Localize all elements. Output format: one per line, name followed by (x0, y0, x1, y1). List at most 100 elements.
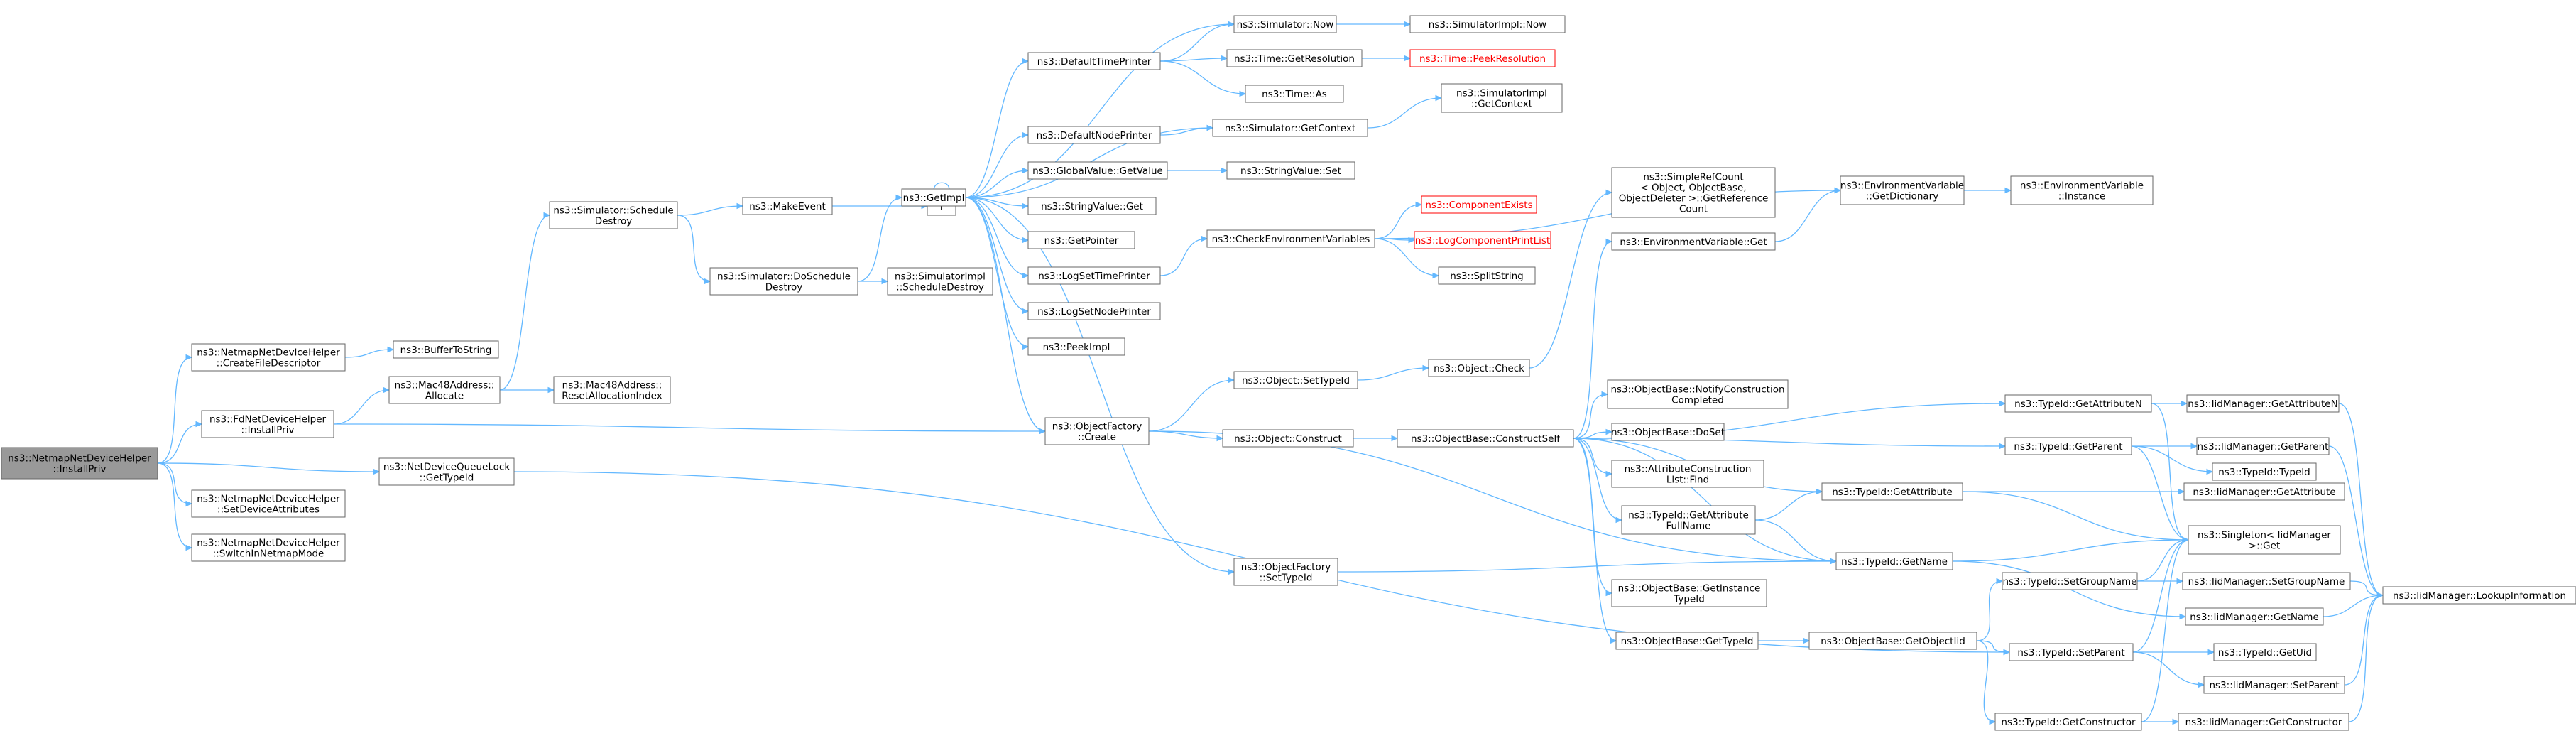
node-siminow[interactable]: ns3::SimulatorImpl::Now (1409, 15, 1566, 33)
node-setdev[interactable]: ns3::NetmapNetDeviceHelper::SetDeviceAtt… (191, 489, 346, 518)
edge-obgoi-to-tsp (1976, 640, 2011, 656)
node-label: ns3::Simulator::DoSchedule (717, 271, 851, 283)
node-ofcreate[interactable]: ns3::ObjectFactory::Create (1044, 417, 1150, 445)
node-label: ns3::LogSetNodePrinter (1037, 306, 1151, 318)
node-objconstruct[interactable]: ns3::Object::Construct (1222, 429, 1354, 448)
node-label: ns3::ObjectBase::GetObjectIid (1821, 636, 1965, 647)
edge-obgoi-to-tgc (1976, 640, 1997, 725)
node-label: ObjectDeleter >::GetReference (1619, 193, 1769, 205)
node-label: ns3::TypeId::GetParent (2014, 441, 2122, 453)
node-tsp[interactable]: ns3::TypeId::SetParent (2009, 643, 2134, 661)
node-make[interactable]: ns3::MakeEvent (742, 197, 833, 215)
node-obnotify[interactable]: ns3::ObjectBase::NotifyConstructionCompl… (1607, 379, 1789, 409)
node-label: ns3::TypeId::TypeId (2218, 467, 2310, 478)
node-impl_getctx[interactable]: ns3::SimulatorImpl::GetContext (1441, 83, 1563, 113)
edge-tgafn-to-tga (1754, 488, 1823, 521)
node-ndql[interactable]: ns3::NetDeviceQueueLock::GetTypeId (378, 457, 515, 486)
node-envinst[interactable]: ns3::EnvironmentVariable::Instance (2010, 175, 2154, 205)
node-peekres[interactable]: ns3::Time::PeekResolution (1409, 49, 1556, 67)
node-obgtid[interactable]: ns3::ObjectBase::GetTypeId (1615, 632, 1759, 650)
node-reset[interactable]: ns3::Mac48Address::ResetAllocationIndex (553, 376, 671, 404)
node-iidgp[interactable]: ns3::IidManager::GetParent (2196, 437, 2330, 455)
node-iidgan[interactable]: ns3::IidManager::GetAttributeN (2186, 394, 2340, 413)
node-svset[interactable]: ns3::StringValue::Set (1226, 161, 1355, 180)
node-iidsp[interactable]: ns3::IidManager::SetParent (2203, 676, 2345, 694)
node-iidga[interactable]: ns3::IidManager::GetAttribute (2183, 482, 2345, 501)
node-label: ns3::TypeId::GetUid (2218, 647, 2312, 659)
node-lstp[interactable]: ns3::LogSetTimePrinter (1027, 266, 1161, 285)
node-objcheck[interactable]: ns3::Object::Check (1428, 359, 1530, 377)
node-label: ns3::ComponentExists (1425, 200, 1532, 211)
node-buf[interactable]: ns3::BufferToString (393, 340, 499, 359)
edge-gvget-to-svset (1167, 167, 1228, 174)
node-dtp[interactable]: ns3::DefaultTimePrinter (1027, 52, 1161, 70)
node-lookup[interactable]: ns3::IidManager::LookupInformation (2382, 586, 2576, 605)
node-cev[interactable]: ns3::CheckEnvironmentVariables (1206, 229, 1375, 248)
node-objsettid[interactable]: ns3::Object::SetTypeId (1233, 371, 1358, 389)
node-envdict[interactable]: ns3::EnvironmentVariable::GetDictionary (1840, 175, 1965, 205)
node-getres[interactable]: ns3::Time::GetResolution (1226, 49, 1363, 67)
node-lcpl[interactable]: ns3::LogComponentPrintList (1414, 231, 1551, 249)
node-tgn[interactable]: ns3::TypeId::GetName (1835, 552, 1953, 570)
node-tgc[interactable]: ns3::TypeId::GetConstructor (1994, 713, 2142, 731)
node-label: ns3::IidManager::GetParent (2198, 441, 2329, 453)
node-obdoset[interactable]: ns3::ObjectBase::DoSet (1611, 423, 1725, 441)
edge-obcs-to-tgafn (1573, 438, 1623, 524)
edge-obcs-to-obnotify (1573, 391, 1609, 439)
node-obcs[interactable]: ns3::ObjectBase::ConstructSelf (1397, 429, 1574, 448)
node-fdinst[interactable]: ns3::FdNetDeviceHelper::InstallPriv (201, 410, 334, 438)
node-singleton[interactable]: ns3::Singleton< IidManager>::Get (2188, 525, 2341, 555)
node-tsgn[interactable]: ns3::TypeId::SetGroupName (2002, 572, 2138, 590)
node-srcref[interactable]: ns3::SimpleRefCount< Object, ObjectBase,… (1611, 167, 1776, 218)
edge-getimpl-to-gvget (965, 167, 1030, 198)
edge-obcs-to-aclfind (1573, 438, 1613, 477)
node-getctx[interactable]: ns3::Simulator::GetContext (1212, 119, 1368, 137)
edge-tsp-to-iidsp (2132, 651, 2205, 688)
node-label: ns3::SimpleRefCount (1643, 172, 1743, 183)
node-timeas[interactable]: ns3::Time::As (1245, 85, 1344, 103)
node-gvget[interactable]: ns3::GlobalValue::GetValue (1027, 161, 1168, 180)
node-label: ::InstallPriv (53, 464, 107, 475)
node-envget[interactable]: ns3::EnvironmentVariable::Get (1611, 232, 1776, 251)
node-svget[interactable]: ns3::StringValue::Get (1027, 197, 1157, 215)
node-ofsettid[interactable]: ns3::ObjectFactory::SetTypeId (1233, 558, 1338, 586)
node-obgoi[interactable]: ns3::ObjectBase::GetObjectIid (1808, 632, 1977, 650)
node-dnp[interactable]: ns3::DefaultNodePrinter (1027, 126, 1161, 144)
edge-obcs-to-tgn (1573, 438, 1838, 565)
node-tgan[interactable]: ns3::TypeId::GetAttributeN (2004, 394, 2152, 413)
node-getimpl[interactable]: ns3::GetImpl (901, 188, 966, 207)
node-simnow[interactable]: ns3::Simulator::Now (1233, 15, 1337, 33)
node-iidgn[interactable]: ns3::IidManager::GetName (2185, 607, 2324, 626)
node-tguid[interactable]: ns3::TypeId::GetUid (2213, 643, 2317, 661)
node-tga[interactable]: ns3::TypeId::GetAttribute (1821, 482, 1963, 501)
edge-sched-to-dosched (677, 215, 711, 285)
node-switch[interactable]: ns3::NetmapNetDeviceHelper::SwitchInNetm… (191, 533, 346, 562)
node-label: ns3::NetDeviceQueueLock (383, 462, 510, 473)
node-lsnp[interactable]: ns3::LogSetNodePrinter (1027, 302, 1161, 320)
node-label: ns3::IidManager::SetParent (2210, 680, 2340, 691)
node-peek[interactable]: ns3::PeekImpl (1027, 337, 1125, 356)
edge-cev-to-compexists (1374, 201, 1423, 239)
node-cfd[interactable]: ns3::NetmapNetDeviceHelper::CreateFileDe… (191, 343, 346, 372)
node-simsched[interactable]: ns3::SimulatorImpl::ScheduleDestroy (887, 267, 993, 296)
node-compexists[interactable]: ns3::ComponentExists (1421, 195, 1537, 214)
node-getptr[interactable]: ns3::GetPointer (1027, 231, 1135, 249)
edge-getctx-to-impl_getctx (1367, 94, 1443, 129)
node-sched[interactable]: ns3::Simulator::ScheduleDestroy (549, 201, 678, 229)
node-root[interactable]: ns3::NetmapNetDeviceHelper::InstallPriv (1, 447, 158, 480)
node-ttid[interactable]: ns3::TypeId::TypeId (2212, 462, 2317, 481)
node-label: ns3::SimulatorImpl (895, 271, 986, 283)
node-split[interactable]: ns3::SplitString (1438, 266, 1536, 285)
edge-cev-to-split (1374, 238, 1440, 279)
node-label: ns3::IidManager::GetConstructor (2185, 717, 2342, 728)
node-alloc[interactable]: ns3::Mac48Address::Allocate (388, 376, 501, 404)
node-tgp[interactable]: ns3::TypeId::GetParent (2004, 437, 2132, 455)
node-label: ::SwitchInNetmapMode (213, 548, 324, 560)
node-iidgc[interactable]: ns3::IidManager::GetConstructor (2178, 713, 2349, 731)
node-label: ns3::NetmapNetDeviceHelper (197, 347, 340, 359)
node-iidsgn[interactable]: ns3::IidManager::SetGroupName (2182, 572, 2351, 590)
